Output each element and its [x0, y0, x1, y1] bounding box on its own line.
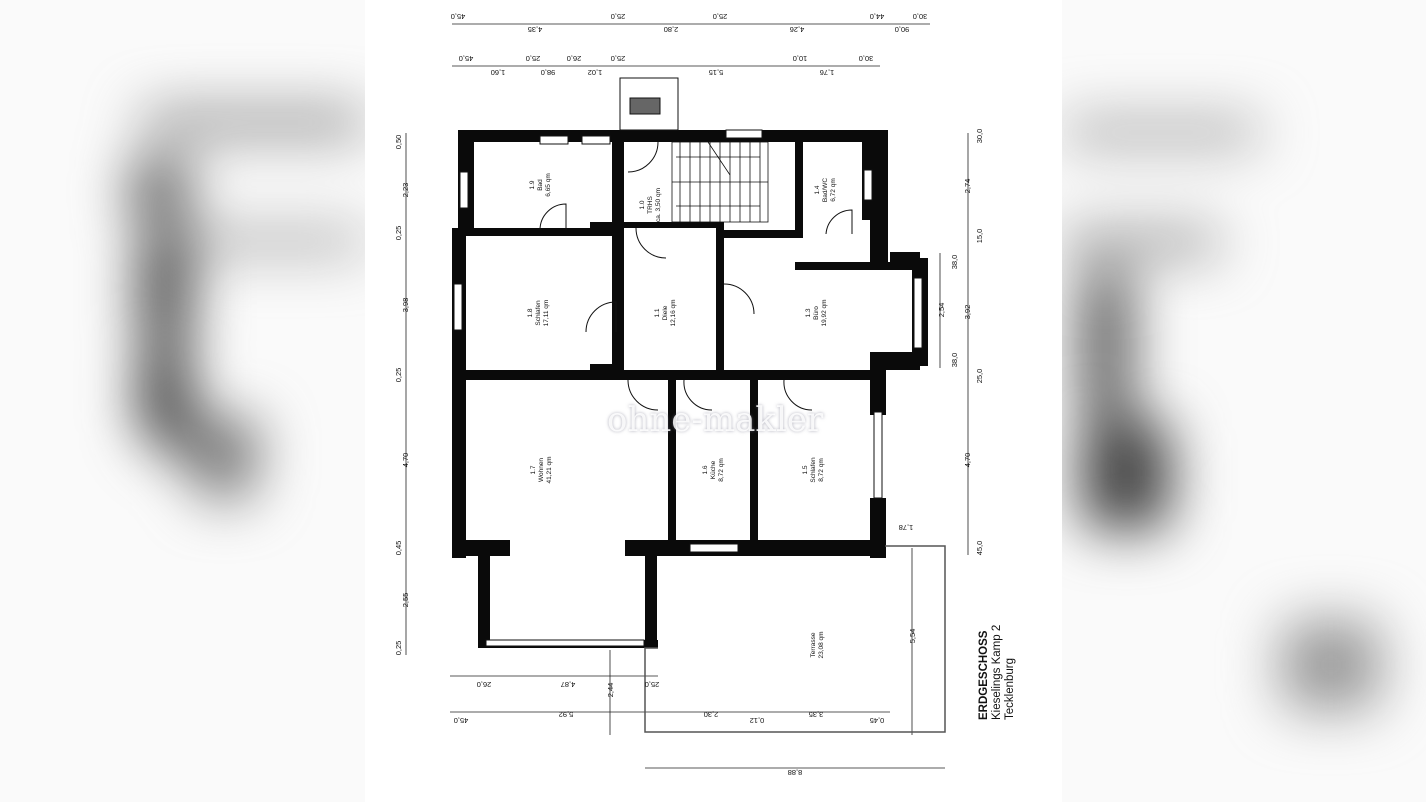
plan-address: Kieselings Kamp 2 — [991, 624, 1003, 720]
svg-text:8,88: 8,88 — [788, 768, 803, 777]
svg-text:0,45: 0,45 — [394, 541, 403, 556]
room-label-kueche: 1.6Küche8,72 qm — [702, 458, 725, 482]
svg-text:2,23: 2,23 — [401, 183, 410, 198]
svg-text:26,0: 26,0 — [567, 54, 582, 63]
svg-text:38,0: 38,0 — [950, 255, 959, 270]
svg-text:45,0: 45,0 — [454, 716, 469, 725]
svg-text:2,55: 2,55 — [401, 593, 410, 608]
svg-text:0,25: 0,25 — [394, 641, 403, 656]
svg-text:98,0: 98,0 — [541, 68, 556, 77]
svg-text:30,0: 30,0 — [859, 54, 874, 63]
svg-text:1,76: 1,76 — [820, 68, 835, 77]
svg-text:26,0: 26,0 — [477, 680, 492, 689]
svg-text:2,30: 2,30 — [704, 710, 719, 719]
svg-text:30,0: 30,0 — [913, 12, 928, 21]
room-label-bad-wc: 1.4Bad/WC6,72 qm — [814, 178, 837, 203]
svg-text:4,70: 4,70 — [963, 453, 972, 468]
svg-text:0,25: 0,25 — [394, 226, 403, 241]
svg-text:25,0: 25,0 — [713, 12, 728, 21]
terrace-outline — [644, 545, 946, 733]
dimension-labels: 45,0 4,35 25,0 2,80 25,0 4,26 44,0 90,0 … — [394, 12, 984, 777]
room-label-schlafen-2: 1.5Schlafen8,72 qm — [802, 457, 825, 483]
svg-text:2,80: 2,80 — [664, 25, 679, 34]
svg-text:30,0: 30,0 — [975, 129, 984, 144]
chimney — [619, 77, 679, 131]
svg-text:25,0: 25,0 — [611, 54, 626, 63]
svg-text:0,12: 0,12 — [750, 716, 765, 725]
watermark-logo: ohne-makler — [607, 400, 824, 440]
svg-text:1,60: 1,60 — [491, 68, 506, 77]
blurred-background-left — [0, 0, 365, 802]
svg-text:45,0: 45,0 — [459, 54, 474, 63]
svg-text:3,92: 3,92 — [963, 305, 972, 320]
plan-title: ERDGESCHOSS — [978, 630, 990, 720]
svg-text:0,25: 0,25 — [394, 368, 403, 383]
svg-text:0,45: 0,45 — [870, 716, 885, 725]
svg-text:45,0: 45,0 — [975, 541, 984, 556]
svg-text:3,35: 3,35 — [809, 710, 824, 719]
svg-text:4,87: 4,87 — [561, 680, 576, 689]
svg-text:0,50: 0,50 — [394, 135, 403, 150]
svg-text:3,98: 3,98 — [401, 298, 410, 313]
svg-text:2,74: 2,74 — [963, 179, 972, 194]
room-label-terrasse: Terrasse23,08 qm — [810, 631, 825, 658]
svg-text:45,0: 45,0 — [451, 12, 466, 21]
room-label-bad: 1.9Bad6,65 qm — [529, 173, 552, 197]
svg-text:5,92: 5,92 — [559, 710, 574, 719]
room-labels: 1.9Bad6,65 qm 1.0TRHSca. 3,50 qm 1.4Bad/… — [527, 173, 837, 658]
svg-text:4,26: 4,26 — [790, 25, 805, 34]
svg-text:5,15: 5,15 — [709, 68, 724, 77]
room-label-trhs: 1.0TRHSca. 3,50 qm — [639, 188, 662, 222]
svg-text:90,0: 90,0 — [895, 25, 910, 34]
svg-text:2,54: 2,54 — [937, 303, 946, 318]
room-label-buero: 1.3Büro19,92 qm — [805, 299, 828, 326]
svg-text:1,02: 1,02 — [588, 68, 603, 77]
svg-text:38,0: 38,0 — [950, 353, 959, 368]
svg-text:25,0: 25,0 — [645, 680, 660, 689]
svg-text:15,0: 15,0 — [975, 229, 984, 244]
svg-text:25,0: 25,0 — [975, 369, 984, 384]
door-swings — [539, 141, 853, 411]
title-block: ERDGESCHOSS Kieselings Kamp 2 Tecklenbur… — [978, 625, 1038, 725]
svg-text:25,0: 25,0 — [526, 54, 541, 63]
svg-text:25,0: 25,0 — [611, 12, 626, 21]
svg-text:4,35: 4,35 — [528, 25, 543, 34]
blurred-background-right — [1061, 0, 1426, 802]
room-label-schlafen-1: 1.8Schlafen17,11 qm — [527, 300, 550, 327]
room-label-wohnen: 1.7Wohnen41,21 qm — [530, 456, 553, 483]
svg-text:10,0: 10,0 — [793, 54, 808, 63]
svg-text:5,54: 5,54 — [908, 629, 917, 644]
svg-text:1,78: 1,78 — [899, 523, 914, 532]
svg-text:4,70: 4,70 — [401, 453, 410, 468]
dimension-lines — [405, 23, 969, 769]
plan-city: Tecklenburg — [1004, 657, 1016, 720]
room-label-diele: 1.1Diele12,16 qm — [654, 299, 677, 326]
svg-text:2,44: 2,44 — [606, 683, 615, 698]
stairs — [671, 141, 769, 223]
svg-text:44,0: 44,0 — [870, 12, 885, 21]
windows — [453, 129, 923, 647]
